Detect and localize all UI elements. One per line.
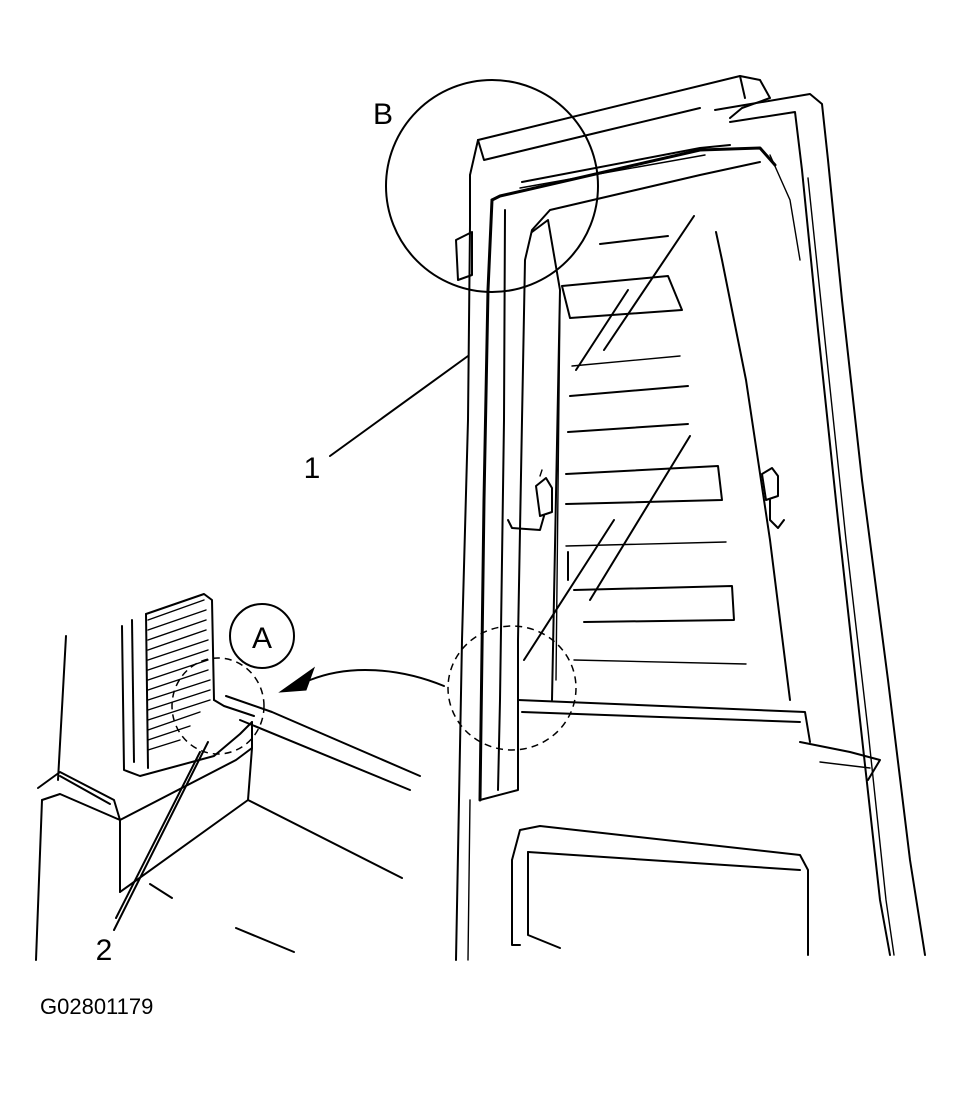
glass-hinge-right bbox=[761, 467, 785, 529]
detail-a-source-circle bbox=[447, 625, 577, 751]
detail-b-label: B bbox=[373, 98, 393, 131]
detail-a-target-circle bbox=[171, 657, 265, 755]
rear-window-glass bbox=[523, 215, 791, 701]
callout-1-leader bbox=[329, 355, 469, 457]
callout-2-leader bbox=[113, 741, 209, 931]
callout-1-label: 1 bbox=[304, 452, 321, 485]
door-frame bbox=[455, 75, 926, 961]
detail-a-label-circle bbox=[229, 603, 295, 669]
glass-hinge-left bbox=[507, 469, 553, 531]
detail-a-arrow bbox=[278, 666, 445, 693]
detail-b-circle bbox=[385, 79, 599, 293]
figure-id-caption: G02801179 bbox=[40, 994, 154, 1019]
detail-a-label: A bbox=[252, 622, 272, 655]
detail-a-enlargement bbox=[35, 593, 421, 961]
callout-2-leader-b bbox=[115, 751, 201, 919]
callout-2-label: 2 bbox=[96, 934, 113, 967]
